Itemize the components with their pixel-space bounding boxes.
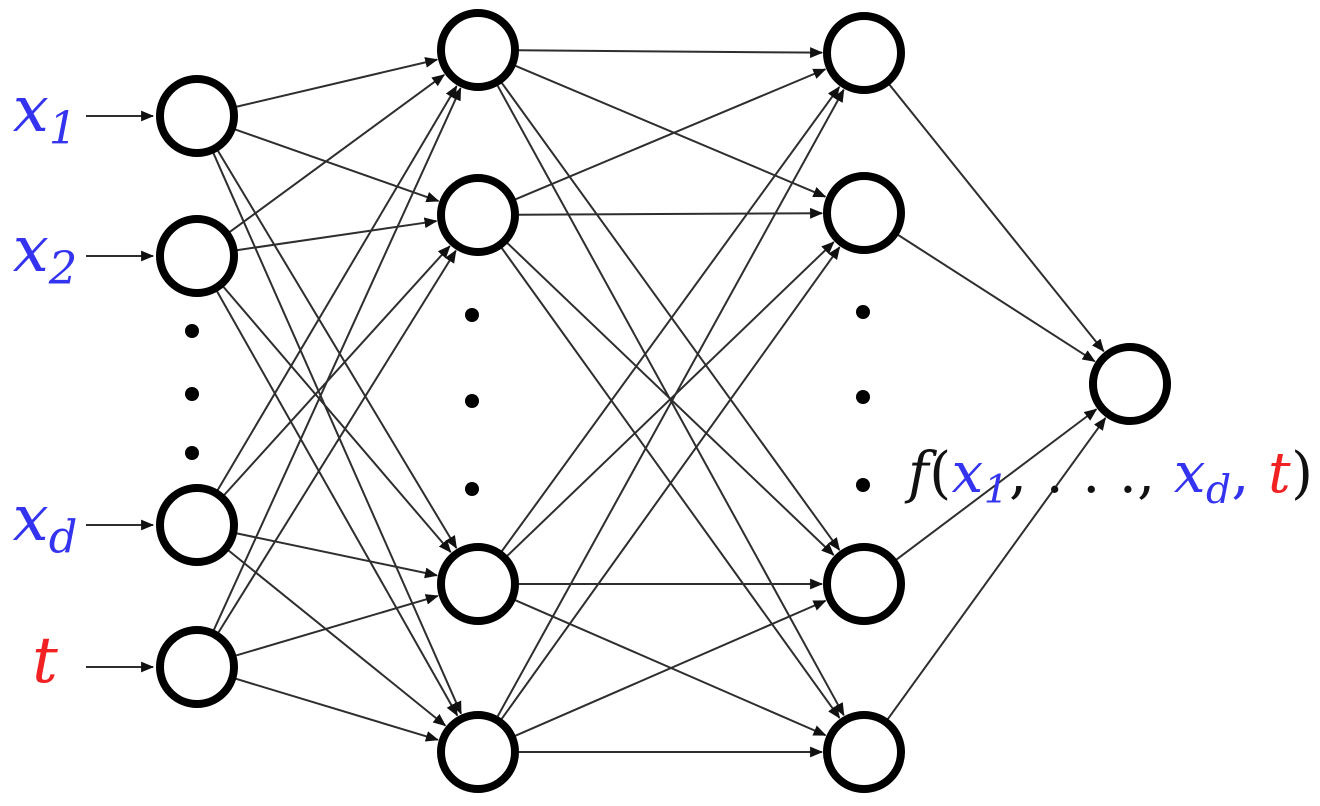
output-label-part-6: , — [1137, 440, 1174, 506]
edge — [236, 217, 438, 252]
input-layer-node-2 — [156, 215, 238, 297]
edge — [215, 290, 459, 717]
edge — [222, 285, 452, 553]
output-label-part-2: ( — [929, 440, 952, 506]
edge — [500, 86, 841, 553]
hidden-layer-2-ellipsis-dot — [856, 478, 870, 492]
output-label-part-7: x — [1173, 440, 1206, 506]
edge — [514, 599, 827, 737]
input-layer-node-3 — [156, 484, 238, 566]
input-layer-node-4 — [156, 626, 238, 708]
hidden-layer-1-node-2 — [437, 174, 519, 256]
edges — [86, 47, 1107, 758]
edge — [216, 85, 458, 492]
edge — [496, 88, 845, 718]
edge — [234, 128, 440, 203]
edge — [217, 249, 457, 634]
input-label-xd: xd — [5, 487, 85, 560]
edge — [888, 83, 1105, 353]
edge — [500, 246, 841, 721]
input-label-x2-base: x — [12, 212, 49, 287]
edge — [514, 68, 827, 201]
hidden-layer-1-node-1 — [437, 9, 519, 91]
edge — [235, 532, 438, 579]
hidden-layer-2-node-1 — [823, 12, 905, 94]
edge — [212, 152, 462, 715]
input-label-x1-subscript: 1 — [48, 101, 78, 155]
hidden-layer-2-ellipsis-dot — [856, 390, 870, 404]
edge — [506, 241, 835, 558]
input-layer-ellipsis-dot — [185, 324, 199, 338]
hidden-layer-1-node-4 — [437, 711, 519, 793]
input-label-x2-subscript: 2 — [48, 241, 78, 295]
hidden-layer-1-ellipsis-dot — [465, 308, 479, 322]
input-layer-ellipsis-dot — [185, 387, 199, 401]
output-label-part-9: t — [1268, 440, 1292, 506]
hidden-layer-1-node-3 — [437, 543, 519, 625]
input-label-xd-subscript: d — [48, 510, 78, 564]
edge — [517, 207, 824, 219]
output-label-part-3: x — [951, 440, 984, 506]
input-label-xd-base: x — [12, 481, 49, 556]
hidden-layer-2-node-3 — [823, 543, 905, 625]
nodes — [156, 9, 1171, 793]
output-label-part-10: ) — [1291, 440, 1314, 506]
output-label-part-7-subscript: d — [1205, 467, 1232, 513]
input-label-x1: x1 — [5, 78, 85, 151]
input-layer-ellipsis-dot — [185, 446, 199, 460]
input-layer-node-1 — [156, 75, 238, 157]
hidden-layer-2-ellipsis-dot — [856, 305, 870, 319]
edge — [234, 677, 439, 742]
input-label-x1-base: x — [12, 72, 49, 147]
hidden-layer-1-ellipsis-dot — [465, 482, 479, 496]
edge — [886, 417, 1107, 721]
edge — [216, 149, 458, 549]
edge — [223, 245, 451, 497]
output-label-part-8: , — [1231, 440, 1269, 506]
output-layer-node-1 — [1089, 343, 1171, 425]
hidden-layer-1-ellipsis-dot — [465, 394, 479, 408]
edge — [227, 549, 447, 727]
input-label-t-base: t — [32, 623, 58, 698]
output-function-label: f(x1, . . ., xd, t) — [908, 445, 1314, 513]
edge — [212, 87, 462, 632]
ellipsis-dots — [185, 305, 870, 496]
edge — [895, 408, 1098, 561]
output-label-part-4: , — [1009, 440, 1046, 506]
input-label-t: t — [5, 629, 85, 702]
edge — [897, 233, 1096, 363]
edge — [228, 74, 446, 234]
hidden-layer-2-node-2 — [823, 172, 905, 254]
output-label-part-1: f — [908, 440, 930, 506]
edge — [514, 64, 827, 198]
edge — [235, 57, 439, 108]
hidden-layer-2-node-4 — [823, 711, 905, 793]
input-label-x2: x2 — [5, 218, 85, 291]
edge — [235, 594, 439, 657]
output-label-part-3-subscript: 1 — [983, 467, 1010, 513]
edge — [517, 47, 824, 58]
output-label-part-5: . . . — [1045, 440, 1138, 506]
edge — [500, 81, 841, 551]
